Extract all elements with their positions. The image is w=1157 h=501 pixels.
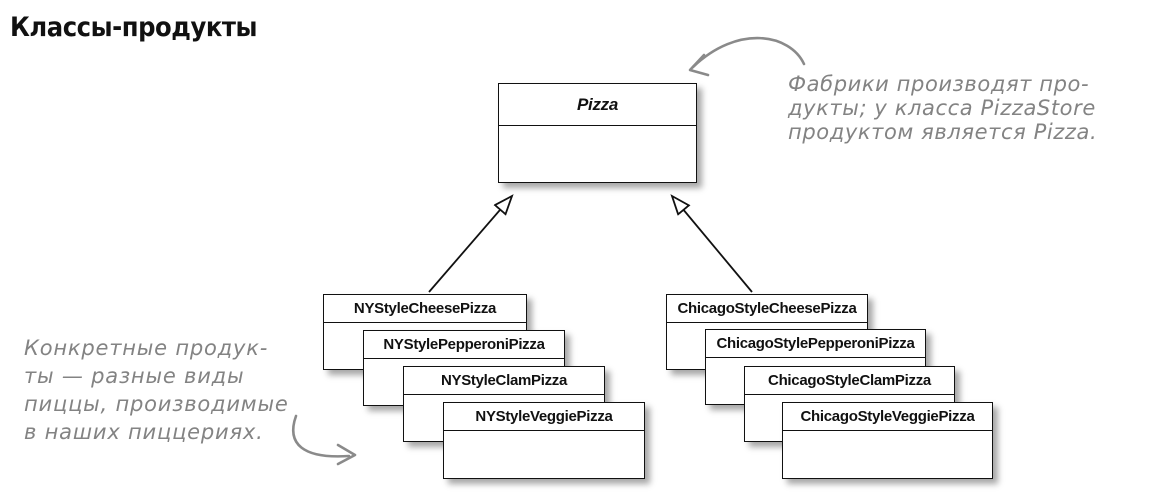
inheritance-line-ny <box>428 196 512 293</box>
factory-note-line: дукты; у класса PizzaStore <box>788 96 1096 120</box>
class-box-nystyleveggiepizza: NYStyleVeggiePizza <box>443 402 645 479</box>
products-note-line: ты — разные виды <box>24 364 245 388</box>
products-note-arrow <box>291 414 357 466</box>
class-name: ChicagoStyleCheesePizza <box>667 295 867 323</box>
factory-note-line: продуктом является Pizza. <box>788 120 1098 144</box>
class-name: NYStyleVeggiePizza <box>444 403 644 431</box>
inheritance-line-chicago <box>672 196 753 293</box>
products-note-line: в наших пиццериях. <box>24 420 264 444</box>
factory-note: Фабрики производят про- дукты; у класса … <box>788 72 1097 144</box>
class-name: NYStyleClamPizza <box>404 367 604 395</box>
class-name: NYStylePepperoniPizza <box>364 331 564 359</box>
class-name: ChicagoStyleClamPizza <box>745 367 954 395</box>
class-name: ChicagoStylePepperoniPizza <box>706 330 925 358</box>
products-note-line: пиццы, производимые <box>24 392 289 416</box>
class-name: ChicagoStyleVeggiePizza <box>783 403 992 431</box>
products-note-line: Конкретные продук- <box>24 336 269 360</box>
products-note: Конкретные продук- ты — разные виды пицц… <box>24 334 289 446</box>
class-box-pizza: Pizza <box>498 83 697 183</box>
factory-note-line: Фабрики производят про- <box>788 72 1090 96</box>
page-title: Классы-продукты <box>10 12 258 43</box>
class-name: NYStyleCheesePizza <box>324 295 526 323</box>
class-name-pizza: Pizza <box>499 84 696 126</box>
class-box-chicagostyleveggiepizza: ChicagoStyleVeggiePizza <box>782 402 993 479</box>
factory-note-arrow <box>688 36 806 77</box>
